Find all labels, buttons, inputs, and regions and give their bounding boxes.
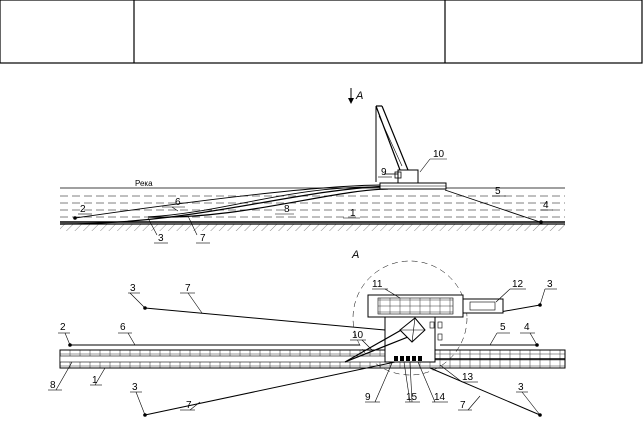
rollers-15: [394, 356, 422, 361]
callout-12: 12: [512, 279, 524, 290]
callout-7: 7: [200, 233, 206, 244]
callout-8-plan: 8: [50, 380, 56, 391]
callout-4-plan: 4: [524, 322, 530, 333]
side-callouts: 2 6 8 1 3 7 9 10 5 4: [78, 149, 553, 244]
crane-swing-circle: [352, 260, 468, 376]
callout-14: 14: [434, 392, 446, 403]
callout-2: 2: [80, 204, 86, 215]
callout-10-plan: 10: [352, 330, 364, 341]
cable-6: [74, 184, 386, 219]
callout-11: 11: [372, 279, 383, 290]
callout-9: 9: [381, 167, 387, 178]
pipe-raised-8: [147, 188, 389, 218]
callout-5: 5: [495, 186, 501, 197]
riverbed-hatch: [60, 224, 565, 231]
callout-3-plan-d: 3: [518, 382, 524, 393]
callout-6-plan: 6: [120, 322, 126, 333]
anchor-4: [539, 220, 543, 224]
crane: [375, 105, 419, 184]
callout-10: 10: [433, 149, 445, 160]
anchor-line-right-top: [499, 304, 541, 313]
plan-callouts: 3 7 11 12 3 2 6 10 5: [48, 279, 557, 416]
callout-6: 6: [175, 197, 181, 208]
anchor-line-7-lower: [144, 361, 396, 416]
callout-13: 13: [462, 372, 474, 383]
pipeline-segment-8: [59, 355, 426, 363]
plan-view-title: А: [351, 249, 359, 261]
pipe-lifted: [59, 185, 391, 225]
view-arrow-a: А: [348, 88, 363, 104]
callout-3-plan-c: 3: [132, 382, 138, 393]
callout-7-plan-a: 7: [185, 283, 191, 294]
river-label: Река: [135, 179, 153, 188]
callout-5-plan: 5: [500, 322, 506, 333]
callout-2-plan: 2: [60, 322, 66, 333]
callout-8: 8: [284, 204, 290, 215]
callout-1-plan: 1: [92, 375, 98, 386]
anchor-line-7-right: [429, 367, 541, 416]
plan-view: А: [48, 249, 566, 417]
callout-7-plan-c: 7: [460, 400, 466, 411]
callout-9-plan: 9: [365, 392, 371, 403]
callout-3-plan-b: 3: [547, 279, 553, 290]
cable-7: [147, 186, 386, 218]
crane-boom-plan: [344, 317, 426, 363]
callout-15: 15: [406, 392, 418, 403]
callout-3: 3: [158, 233, 164, 244]
anchor-line-7-upper: [144, 307, 386, 331]
callout-7-plan-b: 7: [186, 400, 192, 411]
callout-4: 4: [543, 200, 549, 211]
anchor-line-5: [444, 189, 541, 223]
callout-1: 1: [350, 208, 356, 219]
header-table: [0, 0, 643, 64]
side-view: А Река: [59, 88, 565, 244]
callout-3-plan-a: 3: [130, 283, 136, 294]
anchor-2: [73, 216, 77, 220]
view-arrow-letter: А: [355, 90, 363, 102]
